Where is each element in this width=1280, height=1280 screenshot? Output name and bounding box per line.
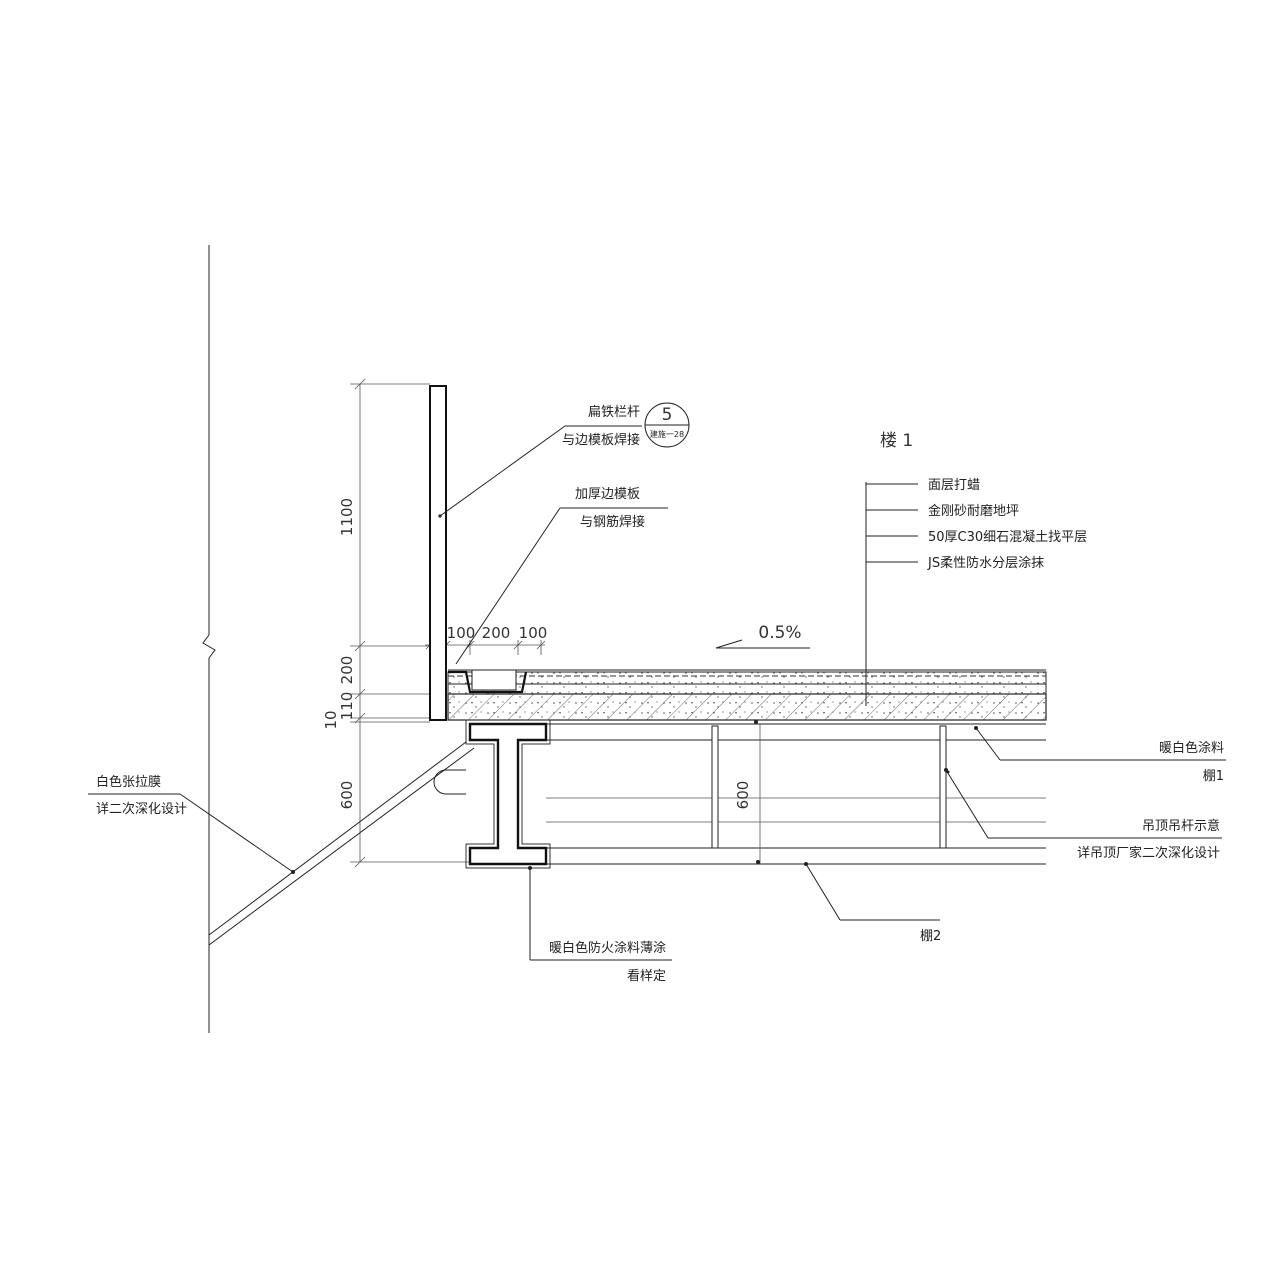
callout-fireproof-line1: 暖白色防火涂料薄涂 — [549, 940, 666, 956]
callout-hanger-line2: 详吊顶厂家二次深化设计 — [1077, 845, 1220, 861]
callout-membrane: 白色张拉膜 详二次深化设计 — [88, 774, 295, 874]
floor-code: 楼 1 — [880, 431, 913, 451]
detail-ref-number: 5 — [662, 405, 673, 425]
vertical-dimension-chain: 1100 200 110 10 600 — [322, 378, 470, 868]
callout-edge-form-line1: 加厚边模板 — [575, 487, 640, 502]
floor-layer-4: JS柔性防水分层涂抹 — [927, 555, 1044, 571]
callout-railing-line2: 与边模板焊接 — [562, 432, 640, 448]
ceiling-framing: 600 — [546, 723, 1046, 865]
callout-ceiling1-line2: 棚1 — [1203, 769, 1224, 784]
dim-10: 10 — [322, 710, 340, 729]
detail-ref-sheet: 建施一28 — [650, 429, 684, 439]
dim-1100: 1100 — [338, 498, 356, 536]
railing-post — [429, 385, 447, 721]
callout-railing-line1: 扁铁栏杆 — [588, 405, 640, 420]
floor-layer-1: 面层打蜡 — [928, 478, 980, 493]
dim-110: 110 — [338, 692, 356, 721]
dim-100-right: 100 — [519, 624, 548, 642]
callout-fireproof: 暖白色防火涂料薄涂 看样定 — [528, 866, 672, 984]
membrane-support — [208, 741, 475, 946]
callout-hanger-line1: 吊顶吊杆示意 — [1142, 818, 1220, 834]
slope-label: 0.5% — [758, 623, 801, 643]
callout-edge-form-line2: 与钢筋焊接 — [580, 514, 645, 530]
callout-membrane-line1: 白色张拉膜 — [96, 774, 161, 790]
floor-slab — [447, 669, 1047, 721]
callout-edge-form: 加厚边模板 与钢筋焊接 — [455, 487, 668, 665]
dim-200-h: 200 — [482, 624, 511, 642]
callout-fireproof-line2: 看样定 — [627, 968, 666, 984]
callout-ceiling2: 棚2 — [804, 862, 941, 944]
dim-600-ceiling: 600 — [734, 781, 752, 810]
connection-points — [754, 720, 950, 864]
callout-ceiling1-line1: 暖白色涂料 — [1159, 740, 1224, 756]
dim-200: 200 — [338, 656, 356, 685]
callout-membrane-line2: 详二次深化设计 — [96, 801, 187, 817]
dim-100-left: 100 — [447, 624, 476, 642]
slope-indicator: 0.5% — [715, 623, 810, 649]
callout-railing: 扁铁栏杆 与边模板焊接 5 建施一28 — [439, 402, 690, 517]
floor-layer-3: 50厚C30细石混凝土找平层 — [928, 529, 1087, 545]
dim-600-beam: 600 — [338, 781, 356, 810]
callout-floor-layers: 面层打蜡 金刚砂耐磨地坪 50厚C30细石混凝土找平层 JS柔性防水分层涂抹 — [865, 478, 1087, 706]
steel-i-beam — [465, 719, 551, 869]
floor-layer-2: 金刚砂耐磨地坪 — [928, 503, 1019, 519]
building-edge-line — [202, 245, 216, 1033]
callout-ceiling2-label: 棚2 — [920, 929, 941, 944]
callout-hanger: 吊顶吊杆示意 详吊顶厂家二次深化设计 — [944, 768, 1222, 861]
callout-ceiling1: 暖白色涂料 棚1 — [974, 726, 1226, 784]
